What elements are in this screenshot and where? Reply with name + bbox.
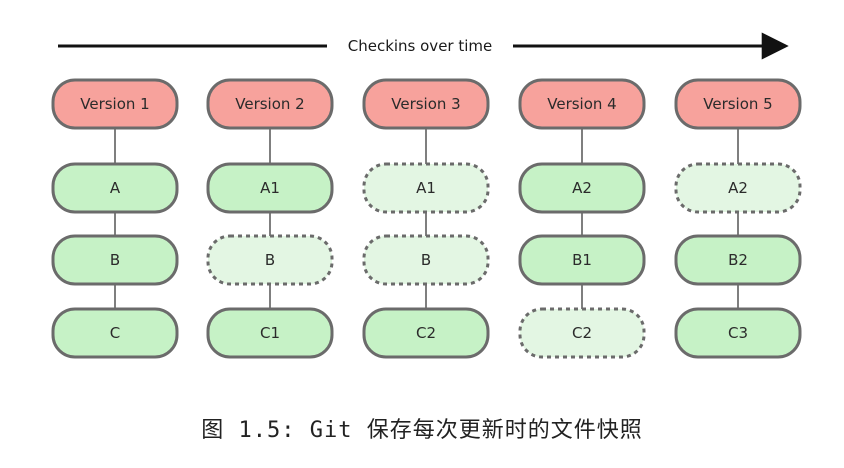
version-label: Version 2 [235, 95, 304, 113]
timeline-label: Checkins over time [348, 37, 493, 55]
file-node: B1 [518, 234, 646, 286]
file-label: C2 [416, 324, 436, 342]
file-label: B [110, 251, 120, 269]
file-label: A [110, 179, 121, 197]
file-node: C [51, 307, 179, 359]
file-node: A1 [206, 162, 334, 214]
version-columns: Version 1 A B C Version 2 A1B C1 Version 3 A1B C2… [51, 78, 802, 359]
file-node: C2 [362, 307, 490, 359]
file-node-unchanged: A2 [674, 162, 802, 214]
file-label: C2 [572, 324, 592, 342]
file-node: C1 [206, 307, 334, 359]
version-node: Version 2 [206, 78, 334, 130]
file-label: A2 [572, 179, 592, 197]
file-label: B [265, 251, 275, 269]
version-node: Version 5 [674, 78, 802, 130]
version-label: Version 1 [80, 95, 149, 113]
file-node: B2 [674, 234, 802, 286]
file-label: C [110, 324, 120, 342]
version-node: Version 1 [51, 78, 179, 130]
file-label: B2 [728, 251, 748, 269]
file-label: B1 [572, 251, 592, 269]
version-label: Version 3 [391, 95, 460, 113]
version-column: Version 1 A B C [51, 78, 179, 359]
figure-caption: 图 1.5: Git 保存每次更新时的文件快照 [201, 418, 643, 443]
file-label: C1 [260, 324, 280, 342]
version-node: Version 3 [362, 78, 490, 130]
timeline-arrow: Checkins over time [58, 32, 789, 60]
file-label: A1 [260, 179, 280, 197]
version-label: Version 5 [703, 95, 772, 113]
version-label: Version 4 [547, 95, 616, 113]
file-node: A [51, 162, 179, 214]
file-node: A2 [518, 162, 646, 214]
file-label: A1 [416, 179, 436, 197]
file-node-unchanged: B [206, 234, 334, 286]
file-node: C3 [674, 307, 802, 359]
version-column: Version 3 A1B C2 [362, 78, 490, 359]
file-node-unchanged: C2 [518, 307, 646, 359]
snapshot-diagram: Checkins over time Version 1 A B C Version 2… [51, 32, 802, 359]
file-label: B [421, 251, 431, 269]
file-label: C3 [728, 324, 748, 342]
file-node-unchanged: B [362, 234, 490, 286]
version-column: Version 2 A1B C1 [206, 78, 334, 359]
file-label: A2 [728, 179, 748, 197]
file-node-unchanged: A1 [362, 162, 490, 214]
file-node: B [51, 234, 179, 286]
version-node: Version 4 [518, 78, 646, 130]
